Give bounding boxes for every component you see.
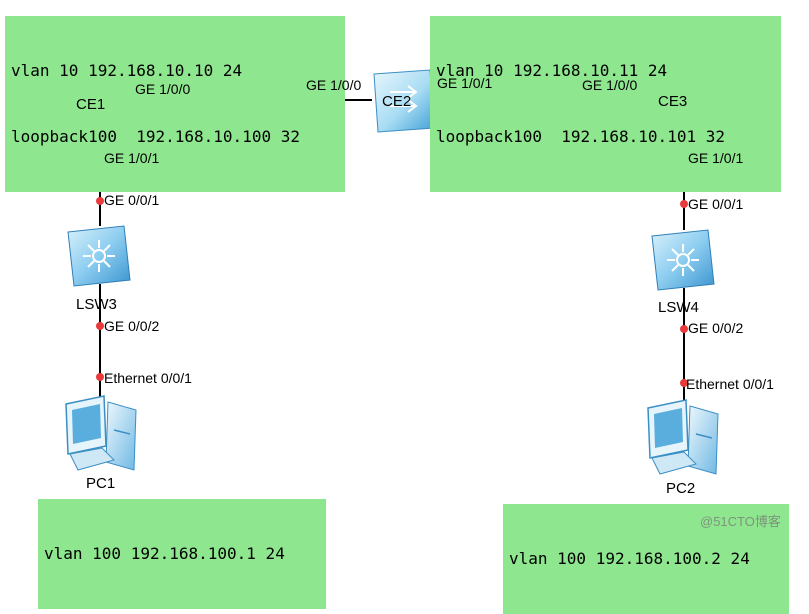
ce3-loopback-text: loopback100 192.168.10.101 32 <box>436 127 725 146</box>
lsw4-label: LSW4 <box>658 299 699 316</box>
topology-canvas <box>65 69 719 475</box>
ce1-ge101-label: GE 1/0/1 <box>104 150 160 166</box>
ce2-label: CE2 <box>382 93 412 110</box>
port-dot <box>680 379 688 387</box>
ce3-ge101-label: GE 1/0/1 <box>688 150 744 166</box>
lsw3-ge002-label: GE 0/0/2 <box>104 318 160 334</box>
lsw3-label: LSW3 <box>76 296 117 313</box>
ce3-label: CE3 <box>658 93 688 110</box>
pc2-eth-label: Ethernet 0/0/1 <box>686 376 774 392</box>
ce3-ge100-label: GE 1/0/0 <box>582 77 638 93</box>
pc1-vlan-text: vlan 100 192.168.100.1 24 <box>44 544 285 563</box>
ce1-vlan-text: vlan 10 192.168.10.10 24 <box>11 61 243 80</box>
pc1-config-note: vlan 100 192.168.100.1 24 <box>38 499 326 609</box>
port-dot <box>680 200 688 208</box>
ce1-label: CE1 <box>76 96 106 113</box>
ce2-device-icon[interactable] <box>373 69 435 133</box>
pc2-label: PC2 <box>666 480 696 497</box>
ce2-ge101-label: GE 1/0/1 <box>437 75 493 91</box>
pc1-label: PC1 <box>86 475 116 492</box>
port-dot <box>96 373 104 381</box>
ce3-vlan-text: vlan 10 192.168.10.11 24 <box>436 61 668 80</box>
network-topology-diagram: vlan 10 192.168.10.10 24 loopback100 192… <box>5 16 789 614</box>
port-dot <box>680 325 688 333</box>
lsw4-ge002-label: GE 0/0/2 <box>688 320 744 336</box>
lsw3-ge001-label: GE 0/0/1 <box>104 192 160 208</box>
port-dot <box>96 322 104 330</box>
lsw3-switch-icon[interactable] <box>67 225 131 287</box>
ce1-loopback-text: loopback100 192.168.10.100 32 <box>11 127 300 146</box>
watermark: @51CTO博客 <box>700 514 781 529</box>
lsw4-switch-icon[interactable] <box>651 229 715 291</box>
pc1-computer-icon[interactable] <box>65 395 137 471</box>
ce1-ge100-label: GE 1/0/0 <box>135 81 191 97</box>
lsw4-ge001-label: GE 0/0/1 <box>688 196 744 212</box>
pc2-computer-icon[interactable] <box>647 399 719 475</box>
port-dot <box>96 197 104 205</box>
pc1-eth-label: Ethernet 0/0/1 <box>104 370 192 386</box>
ce2-ge100-label: GE 1/0/0 <box>306 77 362 93</box>
ce1-config-note: vlan 10 192.168.10.10 24 loopback100 192… <box>5 16 345 192</box>
ce3-config-note: vlan 10 192.168.10.11 24 loopback100 192… <box>430 16 781 192</box>
pc2-vlan-text: vlan 100 192.168.100.2 24 <box>509 549 750 568</box>
